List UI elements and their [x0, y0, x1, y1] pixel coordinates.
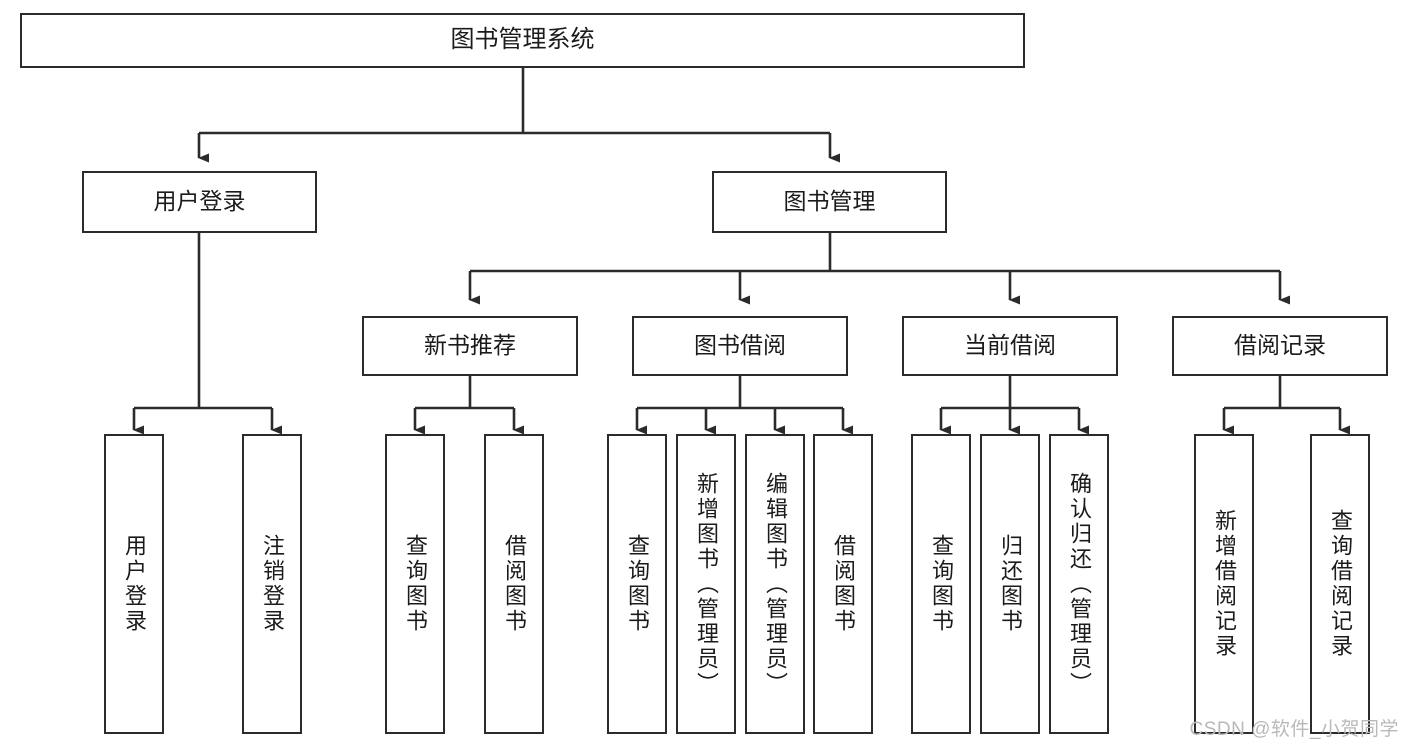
- node-label: 归还图书: [998, 534, 1023, 634]
- node-root-book-management-system[interactable]: 图书管理系统: [20, 13, 1025, 68]
- leaf-borrow-record-query-record[interactable]: 查询借阅记录: [1310, 434, 1370, 734]
- node-book-management[interactable]: 图书管理: [712, 171, 947, 233]
- node-label: 当前借阅: [964, 332, 1056, 359]
- node-label: 查询图书: [625, 534, 650, 634]
- leaf-borrow-record-add-record[interactable]: 新增借阅记录: [1194, 434, 1254, 734]
- leaf-new-book-borrow-book[interactable]: 借阅图书: [484, 434, 544, 734]
- node-label: 图书管理系统: [450, 26, 595, 54]
- leaf-book-borrow-edit-book-admin[interactable]: 编辑图书（管理员）: [745, 434, 805, 734]
- leaf-book-borrow-add-book-admin[interactable]: 新增图书（管理员）: [676, 434, 736, 734]
- node-label: 新增图书（管理员）: [694, 471, 719, 697]
- node-borrow-record[interactable]: 借阅记录: [1172, 316, 1388, 376]
- leaf-user-login-logout[interactable]: 注销登录: [242, 434, 302, 734]
- node-label: 确认归还（管理员）: [1067, 471, 1092, 697]
- node-label: 用户登录: [153, 188, 246, 215]
- node-book-borrow[interactable]: 图书借阅: [632, 316, 848, 376]
- node-label: 编辑图书（管理员）: [763, 471, 788, 697]
- node-label: 借阅记录: [1234, 332, 1326, 359]
- leaf-user-login-login[interactable]: 用户登录: [104, 434, 164, 734]
- leaf-new-book-query-book[interactable]: 查询图书: [385, 434, 445, 734]
- node-label: 查询借阅记录: [1328, 509, 1353, 659]
- node-label: 查询图书: [403, 534, 428, 634]
- node-label: 借阅图书: [502, 534, 527, 634]
- node-label: 查询图书: [929, 534, 954, 634]
- node-label: 借阅图书: [831, 534, 856, 634]
- node-new-book-recommend[interactable]: 新书推荐: [362, 316, 578, 376]
- leaf-book-borrow-borrow-book[interactable]: 借阅图书: [813, 434, 873, 734]
- node-label: 新书推荐: [424, 332, 516, 359]
- node-label: 用户登录: [122, 534, 147, 634]
- csdn-watermark: CSDN @软件_小贺同学: [1189, 719, 1399, 740]
- leaf-current-borrow-query-book[interactable]: 查询图书: [911, 434, 971, 734]
- node-current-borrow[interactable]: 当前借阅: [902, 316, 1118, 376]
- leaf-current-borrow-confirm-return-admin[interactable]: 确认归还（管理员）: [1049, 434, 1109, 734]
- node-label: 图书管理: [783, 188, 876, 215]
- node-label: 新增借阅记录: [1212, 509, 1237, 659]
- node-label: 注销登录: [260, 534, 285, 634]
- leaf-book-borrow-query-book[interactable]: 查询图书: [607, 434, 667, 734]
- leaf-current-borrow-return-book[interactable]: 归还图书: [980, 434, 1040, 734]
- node-user-login[interactable]: 用户登录: [82, 171, 317, 233]
- node-label: 图书借阅: [694, 332, 786, 359]
